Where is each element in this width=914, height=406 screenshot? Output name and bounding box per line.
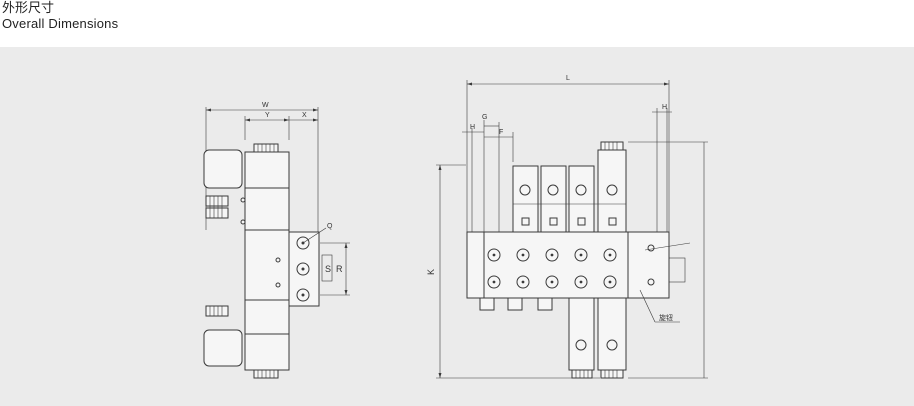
left-view-drawing <box>203 107 350 379</box>
dim-label-h-right: H <box>662 104 667 111</box>
dim-label-h-left: H <box>470 124 475 131</box>
right-view-drawing <box>436 80 708 379</box>
dim-label-r: R <box>336 264 343 274</box>
title-chinese: 外形尺寸 <box>2 1 55 16</box>
title-english: Overall Dimensions <box>2 16 119 31</box>
dim-label-y: Y <box>265 112 270 119</box>
dim-label-q: Q <box>327 223 333 230</box>
dim-label-k: K <box>426 269 436 275</box>
dim-label-l: L <box>566 75 570 82</box>
drawing-panel <box>0 47 914 406</box>
page-header: 外形尺寸 Overall Dimensions <box>2 2 118 32</box>
dim-label-g: G <box>482 114 487 121</box>
dim-label-x: X <box>302 112 307 119</box>
knob-note: 旋钮 <box>659 313 673 322</box>
dim-label-f: F <box>499 129 503 136</box>
dim-label-s: S <box>325 264 331 274</box>
dim-label-w: W <box>262 102 269 109</box>
